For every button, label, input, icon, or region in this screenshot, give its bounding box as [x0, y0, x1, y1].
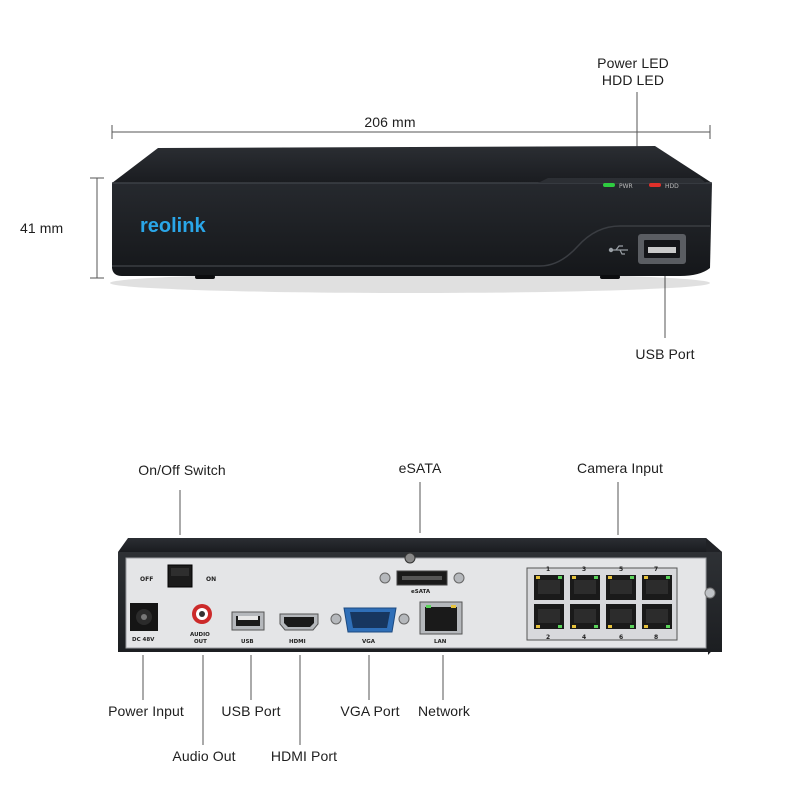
- led-callout-line2: HDD LED: [601, 72, 665, 88]
- vga-port-callout: VGA Port: [340, 703, 400, 719]
- lan-port: [419, 601, 463, 635]
- poe-port: [534, 575, 564, 600]
- rear-usb-port: [231, 611, 265, 631]
- power-led-icon: [603, 183, 615, 187]
- audio-out-jack: [192, 604, 212, 624]
- power-led-label: PWR: [619, 183, 633, 190]
- front-usb-port: [608, 234, 686, 264]
- poe-port: [570, 604, 600, 629]
- front-usb-callout: USB Port: [635, 346, 695, 362]
- poe-label-1: 1: [546, 566, 550, 573]
- led-callout-line1: Power LED: [597, 55, 669, 71]
- height-dimension-label: 41 mm: [20, 220, 64, 236]
- width-dimension-label: 206 mm: [364, 114, 416, 130]
- usb-port-callout: USB Port: [221, 703, 281, 719]
- dc-power-jack: [130, 603, 158, 631]
- vga-port: [330, 607, 410, 633]
- rear-callout-lines: [142, 482, 619, 745]
- poe-port: [642, 575, 672, 600]
- power-switch: [167, 564, 193, 588]
- front-leds: PWR HDD: [603, 183, 679, 190]
- usb-icon: [608, 245, 628, 255]
- poe-label-3: 3: [582, 566, 586, 573]
- esata-callout: eSATA: [398, 460, 442, 476]
- poe-label-2: 2: [546, 634, 550, 641]
- audio-label-2: OUT: [194, 639, 207, 645]
- hdd-led-icon: [649, 183, 661, 187]
- poe-port: [606, 604, 636, 629]
- switch-on-label: ON: [206, 576, 216, 583]
- poe-label-8: 8: [654, 634, 658, 641]
- poe-bottom-numbers: 2 4 6 8: [546, 634, 658, 641]
- poe-port-block: [526, 567, 678, 641]
- hdmi-port-callout: HDMI Port: [270, 748, 338, 764]
- audio-out-callout: Audio Out: [172, 748, 236, 764]
- dc-label: DC 48V: [132, 637, 155, 643]
- poe-label-7: 7: [654, 566, 658, 573]
- audio-label-1: AUDIO: [190, 632, 210, 638]
- power-input-callout: Power Input: [108, 703, 184, 719]
- esata-label: eSATA: [411, 589, 431, 595]
- vga-label: VGA: [362, 639, 376, 645]
- lan-label: LAN: [434, 639, 447, 645]
- poe-port: [642, 604, 672, 629]
- poe-port: [534, 604, 564, 629]
- hdmi-label: HDMI: [289, 639, 306, 645]
- usb-label: USB: [241, 639, 254, 645]
- switch-callout: On/Off Switch: [138, 462, 226, 478]
- hdd-led-label: HDD: [665, 183, 679, 190]
- poe-label-6: 6: [619, 634, 623, 641]
- esata-port: [379, 570, 465, 586]
- network-callout: Network: [417, 703, 471, 719]
- poe-port: [606, 575, 636, 600]
- poe-top-numbers: 1 3 5 7: [546, 566, 658, 573]
- poe-label-5: 5: [619, 566, 623, 573]
- poe-label-4: 4: [582, 634, 586, 641]
- switch-off-label: OFF: [140, 576, 153, 583]
- front-dimension-lines: [90, 92, 711, 338]
- hdmi-port: [279, 613, 319, 631]
- brand-logo: reolink: [140, 215, 206, 237]
- poe-port: [570, 575, 600, 600]
- camera-input-callout: Camera Input: [576, 460, 664, 476]
